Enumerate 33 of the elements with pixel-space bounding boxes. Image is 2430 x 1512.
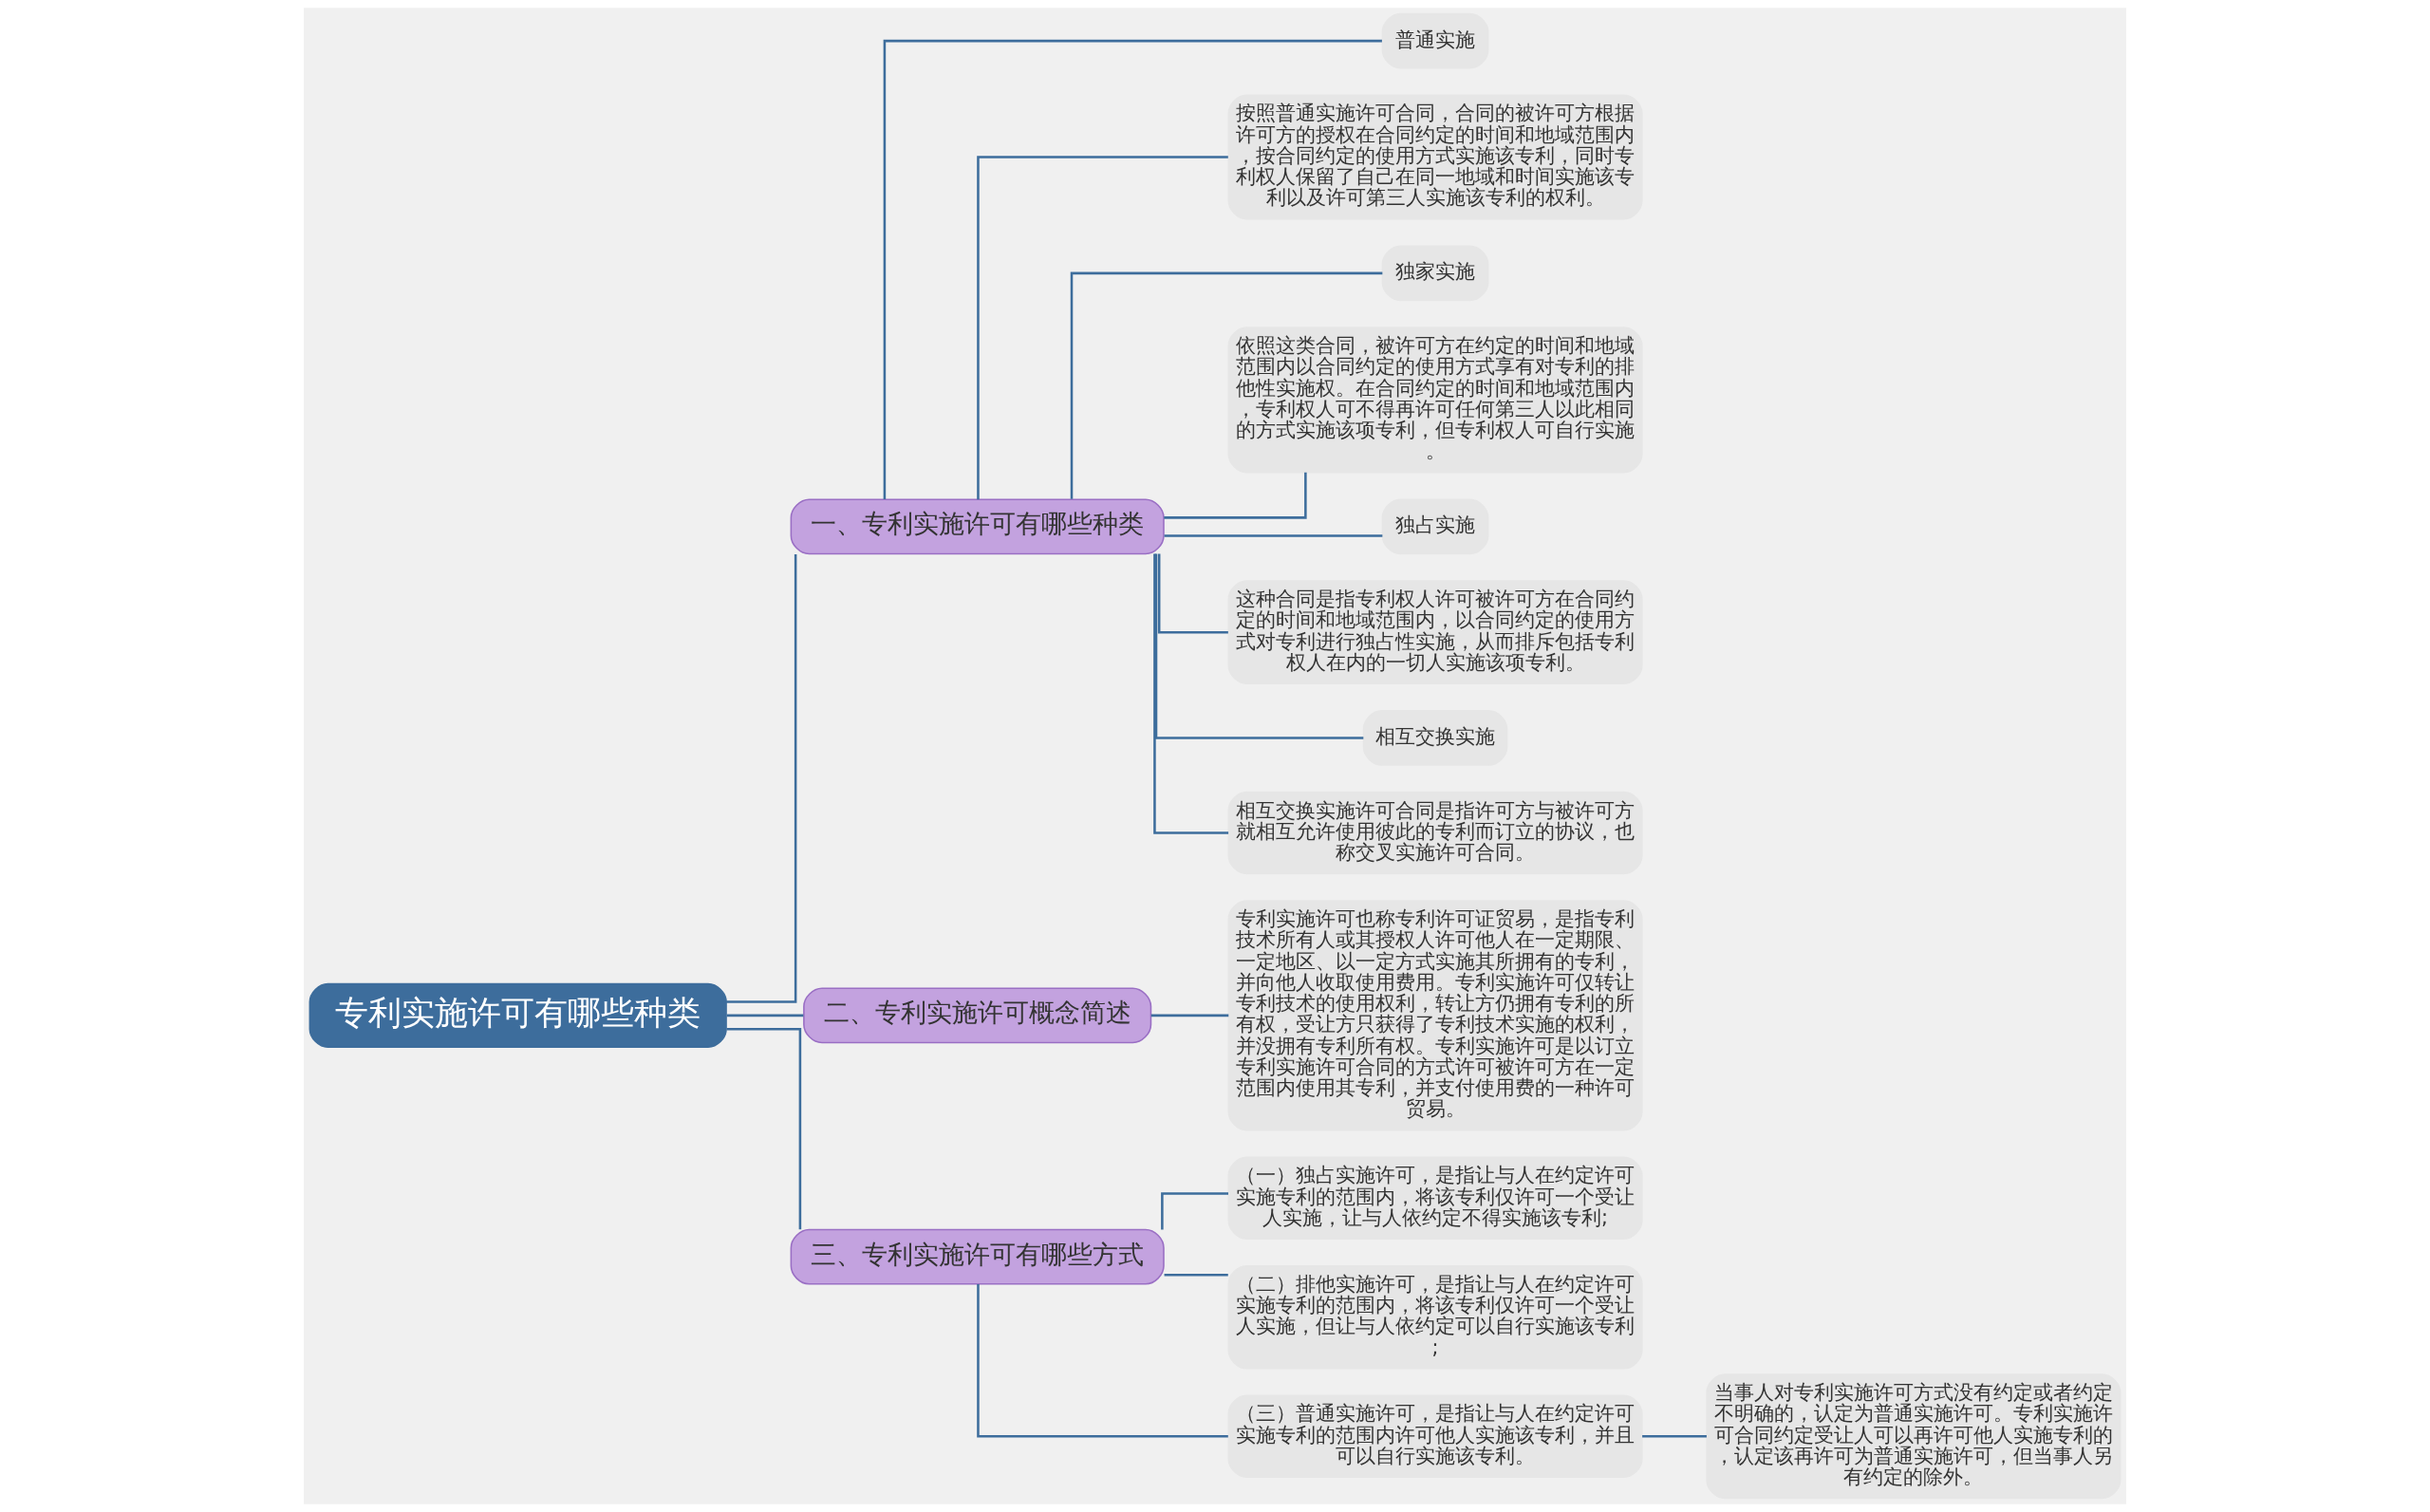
node-box: （二）排他实施许可，是指让与人在约定许可实施专利的范围内，将该专利仅许可一个受让人实施，但让与人依约定可以自行实施该专利; bbox=[1227, 1264, 1643, 1370]
connector bbox=[1161, 1192, 1228, 1230]
node-box: （三）普通实施许可，是指让与人在约定许可实施专利的范围内许可他人实施该专利，并且可以自行实施该专利。 bbox=[1227, 1394, 1643, 1479]
connector bbox=[1157, 553, 1228, 634]
connector bbox=[977, 156, 1228, 500]
node-box: 三、专利实施许可有哪些方式 bbox=[790, 1228, 1165, 1285]
connector bbox=[726, 554, 797, 1003]
node-box: 独家实施 bbox=[1381, 245, 1489, 302]
connector bbox=[1164, 472, 1307, 519]
connector bbox=[1642, 1435, 1707, 1438]
node-box: 二、专利实施许可概念简述 bbox=[803, 987, 1152, 1044]
connector bbox=[1153, 553, 1229, 834]
connector bbox=[726, 1027, 802, 1230]
node-box: 相互交换实施许可合同是指许可方与被许可方就相互允许使用彼此的专利而订立的协议，也称交叉实施许可合同。 bbox=[1227, 791, 1643, 875]
node-box: 普通实施 bbox=[1381, 12, 1489, 69]
node-box: 相互交换实施 bbox=[1362, 710, 1508, 766]
connector bbox=[977, 1283, 1228, 1438]
node-box: 专利实施许可也称专利许可证贸易，是指专利技术所有人或其授权人许可他人在一定期限、一定地区、以一定方式实施其所拥有的专利，并向他人收取使用费用。专利实施许可仅转让专利技术的使用权利，转让方仍拥有专利的所有权，受让方只获得了专利技术实施的权利，并没拥有专利所有权。专利实施许可是以订立专利实施许可合同的方式许可被许可方在一定范围内使用其专利，并支付使用费的一种许可贸易。 bbox=[1227, 900, 1643, 1131]
connector bbox=[1154, 553, 1364, 739]
node-box: 专利实施许可有哪些种类 bbox=[308, 982, 727, 1049]
connector bbox=[883, 39, 1382, 499]
node-box: （一）独占实施许可，是指让与人在约定许可实施专利的范围内，将该专利仅许可一个受让人实施，让与人依约定不得实施该专利; bbox=[1227, 1156, 1643, 1240]
node-box: 独占实施 bbox=[1381, 498, 1489, 555]
node-box: 一、专利实施许可有哪些种类 bbox=[790, 498, 1165, 555]
node-box: 按照普通实施许可合同，合同的被许可方根据许可方的授权在合同约定的时间和地域范围内，按合同约定的使用方式实施该专利，同时专利权人保留了自己在同一地域和时间实施该专利以及许可第三人实施该专利的权利。 bbox=[1227, 94, 1643, 220]
connector bbox=[726, 1014, 804, 1017]
node-box: 依照这类合同，被许可方在约定的时间和地域范围内以合同约定的使用方式享有对专利的排他性实施权。在合同约定的时间和地域范围内，专利权人可不得再许可任何第三人以此相同的方式实施该项专利，但专利权人可自行实施。 bbox=[1227, 327, 1643, 474]
connector bbox=[1070, 271, 1383, 499]
connector bbox=[1150, 1014, 1229, 1017]
node-box: 当事人对专利实施许可方式没有约定或者约定不明确的，认定为普通实施许可。专利实施许可合同约定受让人可以再许可他人实施专利的，认定该再许可为普通实施许可，但当事人另有约定的除外。 bbox=[1706, 1373, 2122, 1500]
connector bbox=[1164, 1274, 1228, 1277]
node-box: 这种合同是指专利权人许可被许可方在合同约定的时间和地域范围内，以合同约定的使用方式对专利进行独占性实施，从而排斥包括专利权人在内的一切人实施该项专利。 bbox=[1227, 580, 1643, 684]
connector bbox=[1164, 534, 1383, 537]
